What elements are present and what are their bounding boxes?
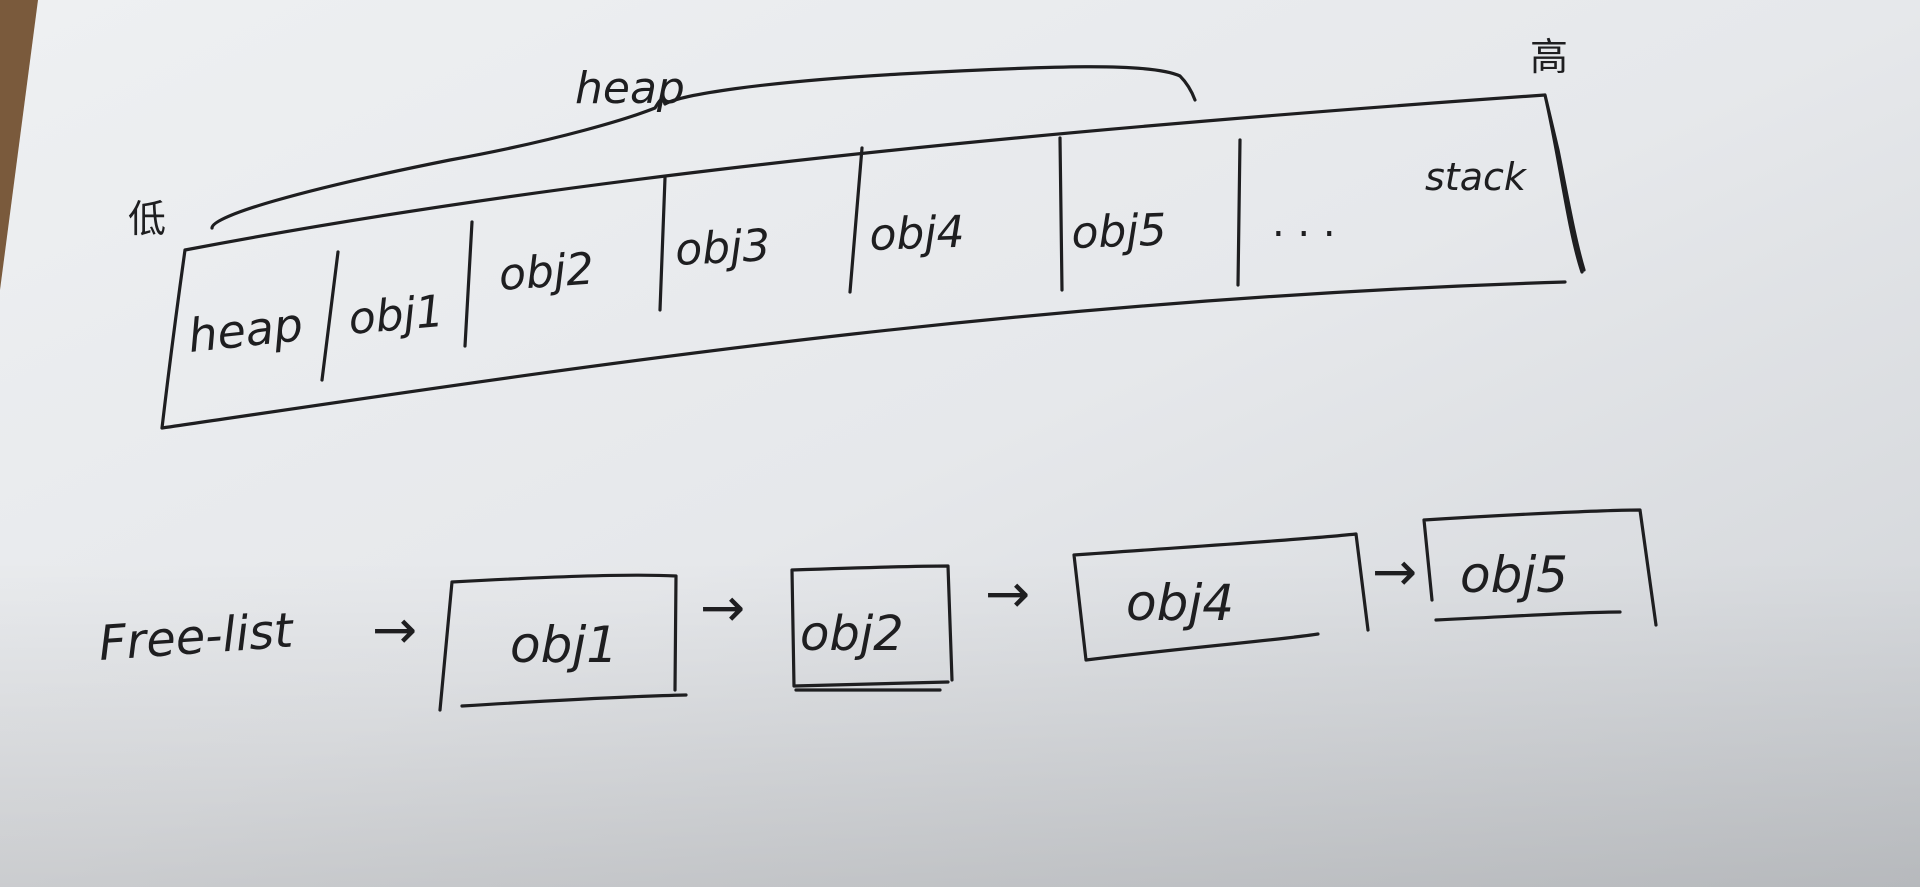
high-address-label: 高	[1530, 35, 1568, 79]
heap-cell-heap: heap	[186, 297, 306, 363]
heap-brace	[210, 65, 1197, 230]
free-list-node-obj4: obj4	[1126, 574, 1234, 632]
free-list-label: Free-list	[97, 602, 297, 672]
heap-cell-obj3: obj3	[674, 220, 772, 276]
free-list-node-box	[438, 573, 688, 712]
heap-cell-ellipsis: . . .	[1272, 200, 1336, 246]
free-list-arrow: →	[372, 598, 417, 661]
free-list-node-box	[1422, 508, 1658, 627]
free-list-arrow: →	[985, 562, 1030, 625]
free-list-arrow: →	[1372, 540, 1417, 603]
stack-label: stack	[1425, 155, 1528, 199]
heap-brace-label: heap	[575, 63, 685, 114]
free-list-diagram: Free-list → → → → obj1 obj2 obj4 obj5	[97, 508, 1658, 712]
heap-cell-obj2: obj2	[497, 243, 595, 301]
free-list-node-obj5: obj5	[1460, 546, 1568, 604]
heap-strip-outline	[160, 93, 1586, 430]
heap-cell-obj1: obj1	[347, 286, 446, 345]
free-list-node-box	[790, 564, 954, 692]
free-list-node-obj2: obj2	[800, 606, 904, 662]
heap-memory-diagram: 低 高 heap stack heap obj1 obj2 obj3 obj4 …	[128, 35, 1586, 430]
low-address-label: 低	[128, 197, 166, 241]
heap-cell-obj4: obj4	[869, 207, 966, 261]
free-list-node-obj1: obj1	[510, 616, 618, 674]
paper-shadow	[0, 560, 1920, 887]
free-list-arrow: →	[700, 576, 745, 639]
free-list-node-box	[1072, 532, 1370, 662]
heap-cell-obj5: obj5	[1071, 205, 1168, 259]
heap-cell-dividers	[320, 136, 1242, 382]
